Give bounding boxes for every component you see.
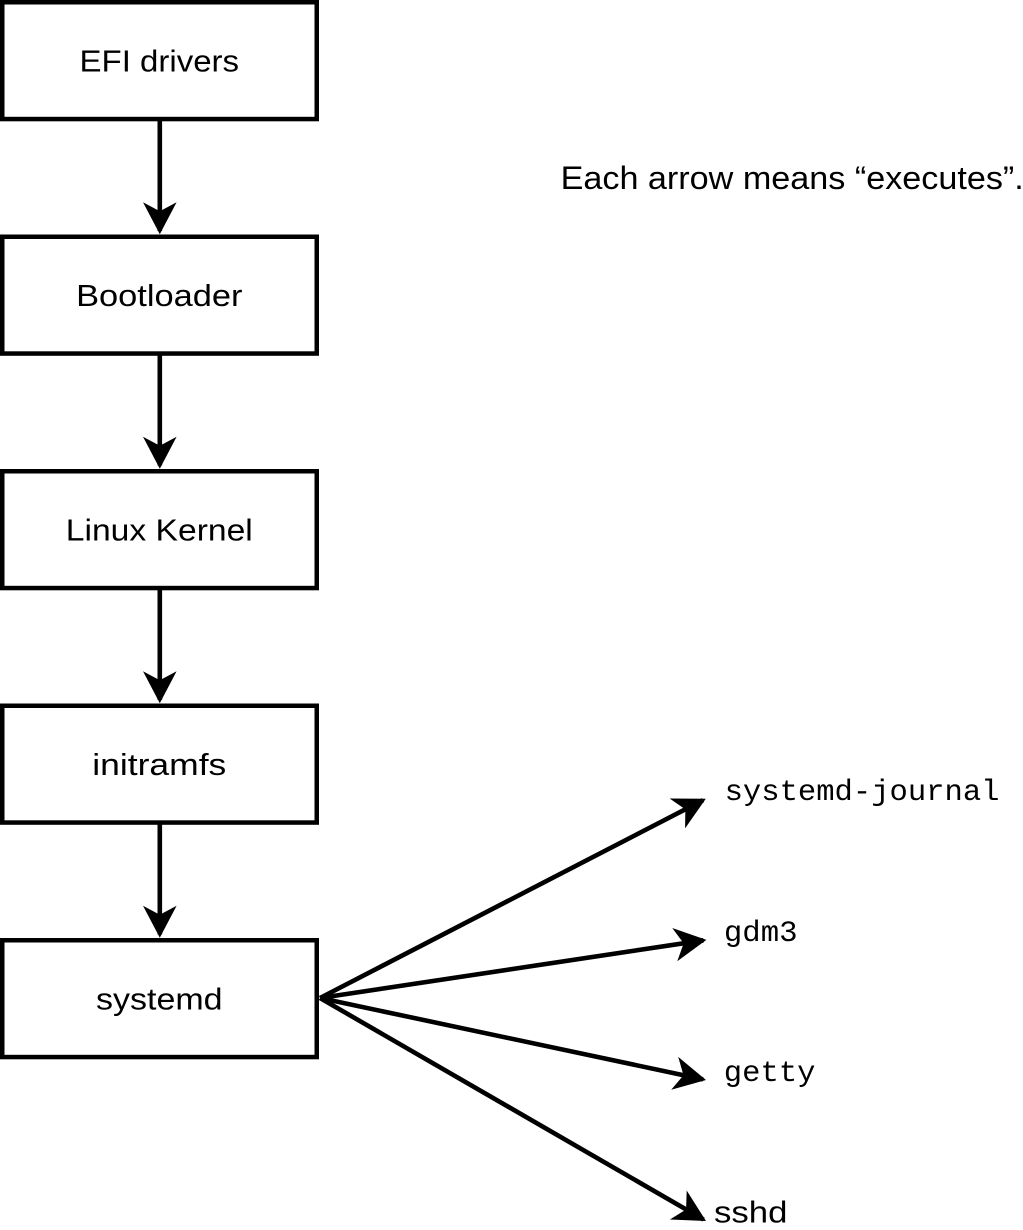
svg-text:Each arrow means “executes”.: Each arrow means “executes”. [561, 159, 1023, 196]
svg-text:getty: getty [724, 1057, 816, 1091]
svg-text:Linux Kernel: Linux Kernel [66, 512, 253, 547]
svg-text:sshd: sshd [714, 1194, 787, 1229]
svg-text:systemd-journal: systemd-journal [725, 776, 1000, 810]
svg-text:systemd: systemd [96, 981, 223, 1016]
svg-text:gdm3: gdm3 [724, 917, 798, 951]
svg-text:Bootloader: Bootloader [76, 278, 242, 313]
svg-text:initramfs: initramfs [92, 747, 226, 782]
svg-text:EFI drivers: EFI drivers [80, 43, 240, 78]
